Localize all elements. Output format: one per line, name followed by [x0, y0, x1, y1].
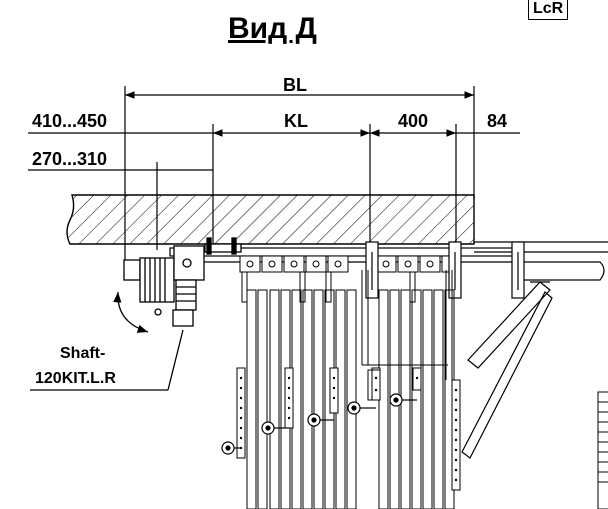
hanging-blinds	[246, 289, 455, 509]
dimension-label-84: 84	[487, 111, 508, 131]
control-cords	[361, 270, 453, 401]
weight-strips	[236, 367, 461, 491]
weight-pulleys	[221, 393, 417, 455]
dimension-label-400: 400	[398, 111, 429, 131]
callout-label-line2: 120KIT.L.R	[35, 370, 116, 387]
carriers	[239, 255, 455, 303]
motor-unit	[123, 237, 242, 327]
dimension-label-bl: BL	[283, 75, 307, 95]
dimension-bl	[124, 86, 475, 280]
callout-leader	[30, 329, 184, 391]
dimension-label-kl: KL	[284, 111, 308, 131]
rotation-arrow	[113, 291, 149, 333]
support-arm	[461, 281, 553, 459]
callout-label-line1: Shaft-	[60, 345, 106, 362]
side-panel	[597, 391, 608, 509]
hatched-wall	[66, 194, 475, 245]
corner-badge: LcR	[528, 0, 569, 20]
dimension-label-left-inner-offset: 270...310	[32, 149, 108, 169]
view-title: Вид Д	[228, 12, 317, 45]
dimension-label-left-offset: 410...450	[32, 111, 108, 131]
